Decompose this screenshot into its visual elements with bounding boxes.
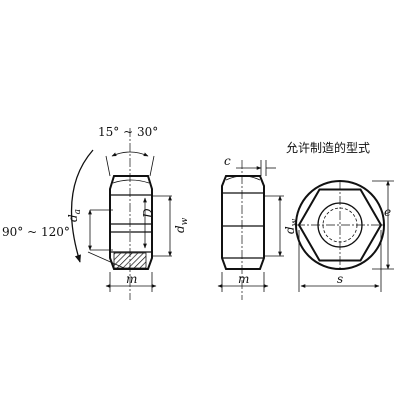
angle-label-side: 90° ~ 120° <box>2 225 70 239</box>
nut-view-side <box>217 160 284 300</box>
allowed-type-caption: 允许制造的型式 <box>286 140 370 155</box>
label-da: da <box>66 209 83 222</box>
label-m-b: m <box>238 272 249 286</box>
label-dw-b: dw <box>283 218 300 234</box>
label-dw-a: dw <box>173 217 190 233</box>
angle-label-top: 15° ~ 30° <box>98 125 158 139</box>
label-D: D <box>141 208 155 219</box>
label-e: e <box>384 205 391 219</box>
label-m-a: m <box>126 272 137 286</box>
nut-view-sectioned <box>70 128 172 300</box>
label-c: c <box>224 154 231 168</box>
nut-view-top <box>295 180 394 292</box>
label-s: s <box>337 272 343 286</box>
